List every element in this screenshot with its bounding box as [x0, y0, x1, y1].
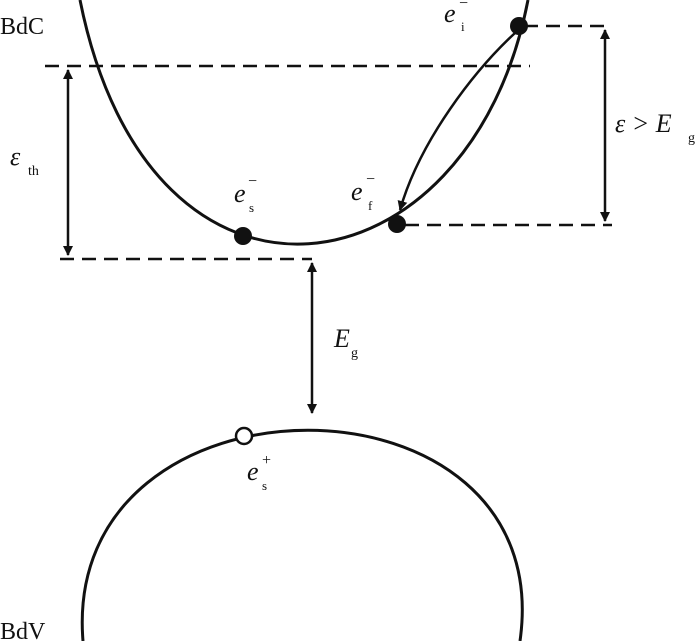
ei-superscript: −	[459, 0, 468, 12]
eps-gt-eg-symbol: ε > E	[615, 109, 672, 138]
eps-gt-eg-subscript: g	[688, 131, 695, 146]
band-gap-label: E g	[333, 324, 358, 361]
hole-superscript: +	[262, 452, 271, 469]
hole-subscript: s	[262, 478, 267, 493]
electron-es	[234, 227, 252, 245]
ef-symbol: e	[351, 177, 363, 206]
hole-es	[234, 426, 254, 446]
electron-ef	[388, 215, 406, 233]
es-subscript: s	[249, 200, 254, 215]
eps-th-subscript: th	[28, 164, 39, 179]
excess-energy-label: ε > E g	[615, 109, 695, 146]
hole-symbol: e	[247, 457, 259, 486]
electron-ei	[510, 17, 528, 35]
ef-label: e − f	[351, 171, 375, 213]
threshold-energy-label: ε th	[10, 142, 39, 179]
valence-band-label: BdV	[0, 619, 46, 641]
ef-superscript: −	[366, 171, 375, 188]
eps-th-symbol: ε	[10, 142, 21, 171]
ef-subscript: f	[368, 198, 373, 213]
valence-band-curve	[80, 428, 524, 641]
gap-subscript: g	[351, 346, 358, 361]
conduction-band-curve	[78, 0, 530, 246]
ei-subscript: i	[461, 19, 465, 34]
ei-symbol: e	[444, 0, 456, 28]
conduction-band-label: BdC	[0, 14, 44, 40]
es-label: e − s	[234, 173, 257, 215]
hole-label: e + s	[247, 452, 271, 493]
es-superscript: −	[248, 173, 257, 190]
es-symbol: e	[234, 179, 246, 208]
ei-label: e − i	[444, 0, 468, 34]
gap-symbol: E	[333, 324, 350, 353]
transition-arrow	[397, 32, 516, 211]
